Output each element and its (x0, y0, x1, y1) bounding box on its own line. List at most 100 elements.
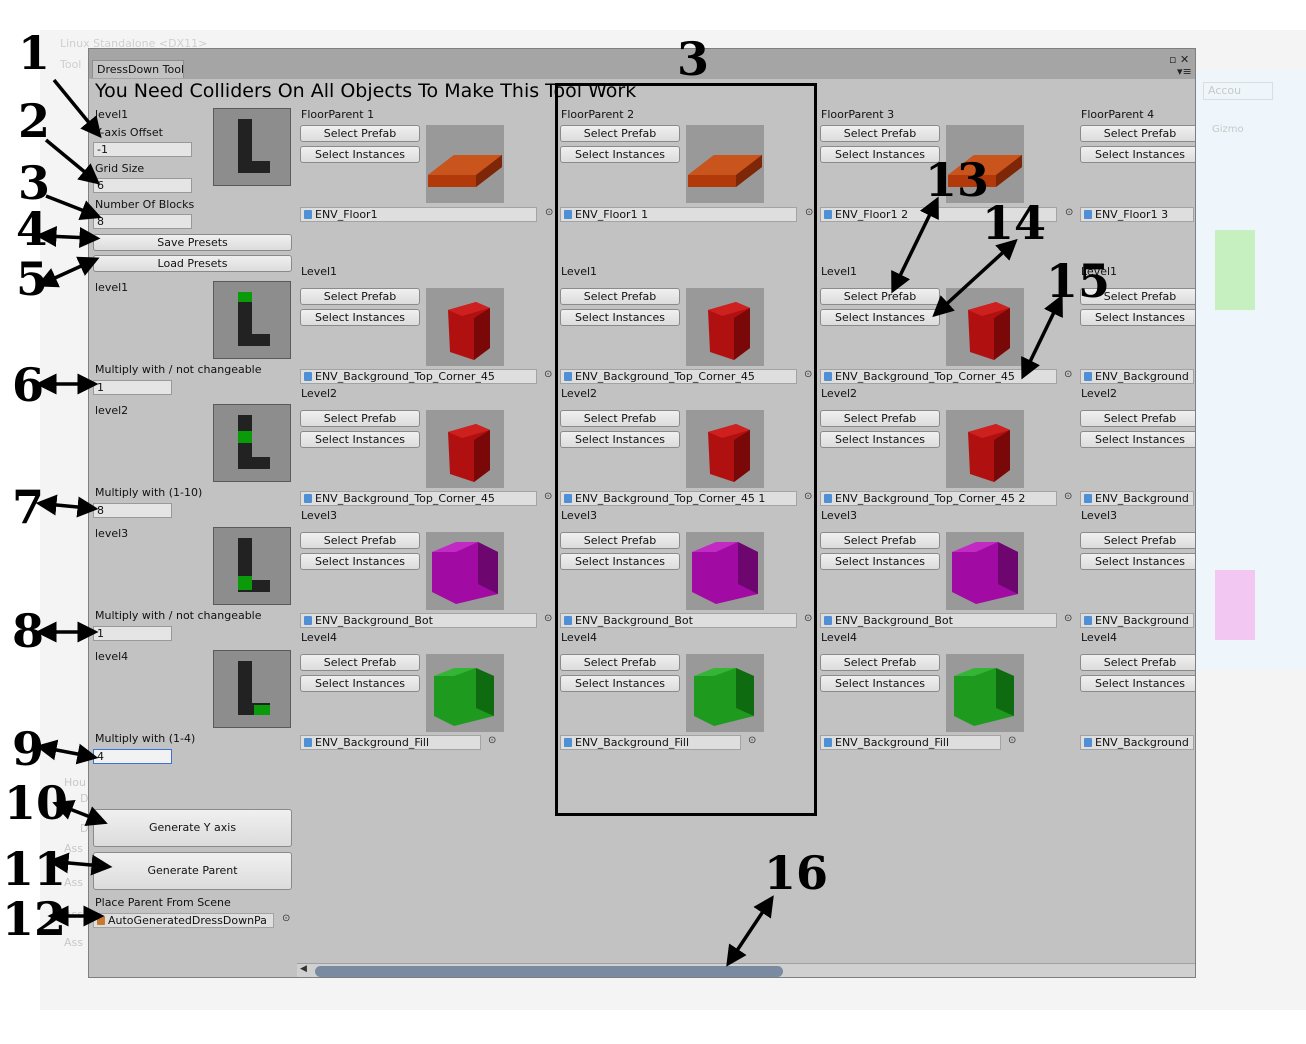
select-prefab-button[interactable]: Select Prefab (560, 654, 680, 671)
select-prefab-button[interactable]: Select Prefab (820, 532, 940, 549)
account-button[interactable]: Accou (1203, 82, 1273, 100)
floor-object-field[interactable]: ENV_Floor1 3 (1080, 207, 1194, 222)
select-prefab-button[interactable]: Select Prefab (300, 125, 420, 142)
generate-parent-button[interactable]: Generate Parent (93, 852, 292, 890)
object-picker-icon[interactable]: ⊙ (804, 491, 813, 502)
object-field[interactable]: ENV_Background (1080, 613, 1194, 628)
object-field[interactable]: ENV_Background_Top_Corner_45 (300, 491, 537, 506)
select-instances-button[interactable]: Select Instances (1080, 553, 1195, 570)
object-field[interactable]: ENV_Background_Top_Corner_45 (560, 369, 797, 384)
prefab-cube-icon (824, 210, 832, 219)
object-picker-icon[interactable]: ⊙ (544, 613, 553, 624)
object-field[interactable]: ENV_Background_Bot (560, 613, 797, 628)
select-instances-button[interactable]: Select Instances (1080, 146, 1195, 163)
object-field[interactable]: ENV_Background_Fill (820, 735, 1001, 750)
select-prefab-button[interactable]: Select Prefab (1080, 410, 1195, 427)
prefab-cube-icon (304, 738, 312, 747)
select-instances-button[interactable]: Select Instances (300, 553, 420, 570)
select-instances-button[interactable]: Select Instances (820, 675, 940, 692)
window-controls[interactable]: ▫ ✕ (1169, 53, 1190, 66)
select-instances-button[interactable]: Select Instances (560, 309, 680, 326)
object-name: ENV_Background_Top_Corner_45 1 (575, 492, 766, 505)
select-instances-button[interactable]: Select Instances (300, 146, 420, 163)
floor-object-field[interactable]: ENV_Floor1 (300, 207, 537, 222)
row-level-label: Level4 (301, 631, 338, 644)
y-offset-field[interactable]: -1 (93, 142, 192, 157)
multiply-field[interactable]: 4 (93, 749, 172, 764)
select-prefab-button[interactable]: Select Prefab (560, 532, 680, 549)
floor-object-name: ENV_Floor1 1 (575, 208, 649, 221)
select-instances-button[interactable]: Select Instances (820, 431, 940, 448)
object-picker-icon[interactable]: ⊙ (544, 491, 553, 502)
num-blocks-field[interactable]: 8 (93, 214, 192, 229)
select-instances-button[interactable]: Select Instances (1080, 431, 1195, 448)
select-prefab-button[interactable]: Select Prefab (300, 410, 420, 427)
select-prefab-button[interactable]: Select Prefab (300, 654, 420, 671)
scroll-left-arrow-icon[interactable]: ◀ (300, 964, 307, 974)
select-instances-button[interactable]: Select Instances (300, 431, 420, 448)
select-prefab-button[interactable]: Select Prefab (1080, 125, 1195, 142)
select-instances-button[interactable]: Select Instances (820, 146, 940, 163)
select-instances-button[interactable]: Select Instances (1080, 675, 1195, 692)
object-field[interactable]: ENV_Background_Fill (560, 735, 741, 750)
annotation-2: 2 (18, 94, 51, 148)
object-picker-icon[interactable]: ⊙ (748, 735, 757, 746)
place-parent-picker-icon[interactable]: ⊙ (282, 913, 291, 924)
select-prefab-button[interactable]: Select Prefab (560, 288, 680, 305)
object-field[interactable]: ENV_Background_Bot (820, 613, 1057, 628)
select-prefab-button[interactable]: Select Prefab (560, 125, 680, 142)
multiply-field[interactable]: 1 (93, 626, 172, 641)
object-picker-icon[interactable]: ⊙ (805, 207, 814, 218)
prefab-cube-icon (304, 494, 312, 503)
object-picker-icon[interactable]: ⊙ (804, 369, 813, 380)
select-instances-button[interactable]: Select Instances (560, 431, 680, 448)
select-instances-button[interactable]: Select Instances (820, 309, 940, 326)
multiply-label: Multiply with / not changeable (95, 363, 262, 376)
tab-dressdown-tool[interactable]: DressDown Tool (92, 60, 184, 78)
select-prefab-button[interactable]: Select Prefab (1080, 288, 1195, 305)
select-prefab-button[interactable]: Select Prefab (300, 532, 420, 549)
select-prefab-button[interactable]: Select Prefab (560, 410, 680, 427)
grid-size-field[interactable]: 6 (93, 178, 192, 193)
save-presets-button[interactable]: Save Presets (93, 234, 292, 251)
object-field[interactable]: ENV_Background_Top_Corner_45 (300, 369, 537, 384)
select-instances-button[interactable]: Select Instances (820, 553, 940, 570)
object-field[interactable]: ENV_Background_Top_Corner_45 1 (560, 491, 797, 506)
object-picker-icon[interactable]: ⊙ (1064, 369, 1073, 380)
object-picker-icon[interactable]: ⊙ (1064, 613, 1073, 624)
object-picker-icon[interactable]: ⊙ (488, 735, 497, 746)
object-picker-icon[interactable]: ⊙ (1064, 491, 1073, 502)
object-field[interactable]: ENV_Background (1080, 369, 1194, 384)
scrollbar-thumb[interactable] (315, 966, 783, 977)
select-instances-button[interactable]: Select Instances (300, 675, 420, 692)
select-prefab-button[interactable]: Select Prefab (820, 410, 940, 427)
object-picker-icon[interactable]: ⊙ (804, 613, 813, 624)
generate-y-axis-button[interactable]: Generate Y axis (93, 809, 292, 847)
select-prefab-button[interactable]: Select Prefab (1080, 654, 1195, 671)
floor-object-field[interactable]: ENV_Floor1 1 (560, 207, 797, 222)
select-instances-button[interactable]: Select Instances (300, 309, 420, 326)
select-prefab-button[interactable]: Select Prefab (820, 125, 940, 142)
load-presets-button[interactable]: Load Presets (93, 255, 292, 272)
object-field[interactable]: ENV_Background_Bot (300, 613, 537, 628)
object-picker-icon[interactable]: ⊙ (544, 369, 553, 380)
object-field[interactable]: ENV_Background_Fill (300, 735, 481, 750)
arrow-9 (35, 739, 99, 765)
arrow-10 (52, 800, 108, 826)
multiply-field[interactable]: 1 (93, 380, 172, 395)
select-instances-button[interactable]: Select Instances (560, 675, 680, 692)
select-instances-button[interactable]: Select Instances (1080, 309, 1195, 326)
object-field[interactable]: ENV_Background_Top_Corner_45 (820, 369, 1057, 384)
select-prefab-button[interactable]: Select Prefab (300, 288, 420, 305)
select-instances-button[interactable]: Select Instances (560, 553, 680, 570)
object-field[interactable]: ENV_Background (1080, 491, 1194, 506)
object-field[interactable]: ENV_Background (1080, 735, 1194, 750)
object-picker-icon[interactable]: ⊙ (1008, 735, 1017, 746)
select-instances-button[interactable]: Select Instances (560, 146, 680, 163)
select-prefab-button[interactable]: Select Prefab (820, 654, 940, 671)
object-picker-icon[interactable]: ⊙ (1065, 207, 1074, 218)
select-prefab-button[interactable]: Select Prefab (1080, 532, 1195, 549)
tab-menu-icon[interactable]: ▾≡ (1177, 65, 1192, 78)
object-picker-icon[interactable]: ⊙ (545, 207, 554, 218)
object-field[interactable]: ENV_Background_Top_Corner_45 2 (820, 491, 1057, 506)
